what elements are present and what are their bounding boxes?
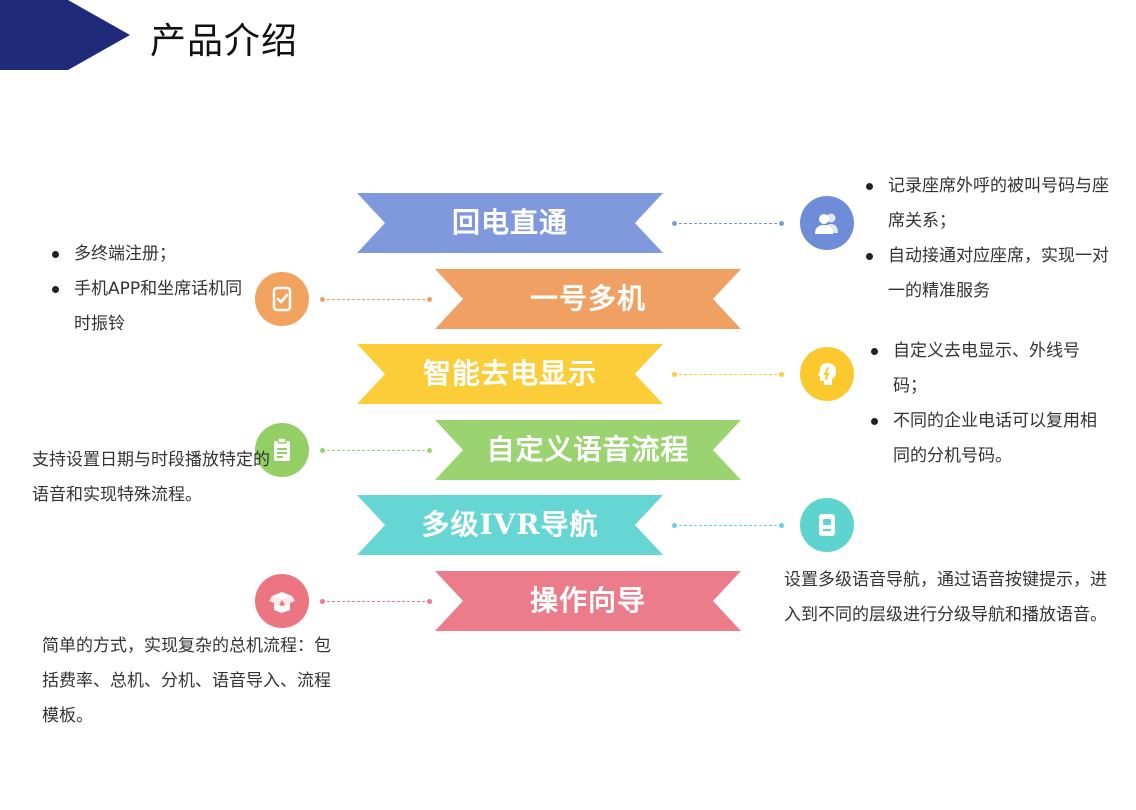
users-icon bbox=[800, 196, 854, 250]
ribbon-ivr-label: 多级IVR导航 bbox=[421, 508, 599, 541]
voice-flow-text: 支持设置日期与时段播放特定的语音和实现特殊流程。 bbox=[32, 450, 270, 505]
connector-voice-flow bbox=[320, 448, 432, 453]
ivr-device-icon bbox=[800, 498, 854, 552]
connector-ivr bbox=[672, 523, 784, 528]
ivr-text: 设置多级语音导航，通过语音按键提示，进入到不同的层级进行分级导航和播放语音。 bbox=[784, 570, 1107, 625]
connector-caller-id bbox=[672, 372, 784, 377]
callback-bullet-1: 记录座席外呼的被叫号码与座席关系； bbox=[862, 169, 1124, 239]
wizard-description: 简单的方式，实现复杂的总机流程：包括费率、总机、分机、语音导入、流程模板。 bbox=[42, 629, 337, 734]
phone-check-icon bbox=[255, 272, 309, 326]
caller-id-bullet-1: 自定义去电显示、外线号码； bbox=[867, 334, 1112, 404]
connector-callback bbox=[672, 221, 784, 226]
multi-device-bullet-1: 多终端注册； bbox=[48, 237, 253, 272]
ribbon-voice-flow-label: 自定义语音流程 bbox=[486, 433, 690, 466]
page-title: 产品介绍 bbox=[150, 21, 299, 62]
connector-wizard bbox=[320, 599, 432, 604]
callback-bullet-2: 自动接通对应座席，实现一对一的精准服务 bbox=[862, 239, 1124, 309]
open-box-icon bbox=[255, 574, 309, 628]
ribbon-callback-label: 回电直通 bbox=[451, 206, 568, 239]
multi-device-description: 多终端注册； 手机APP和坐席话机同时振铃 bbox=[48, 237, 253, 342]
ribbon-wizard-label: 操作向导 bbox=[529, 584, 646, 617]
connector-multi-device bbox=[320, 297, 432, 302]
lightbulb-head-icon bbox=[800, 347, 854, 401]
multi-device-bullet-2: 手机APP和坐席话机同时振铃 bbox=[48, 272, 253, 342]
ribbon-caller-id-label: 智能去电显示 bbox=[422, 357, 597, 390]
header-arrow-shape bbox=[0, 0, 130, 70]
ribbon-multi-device-label: 一号多机 bbox=[529, 282, 646, 315]
clipboard-icon bbox=[255, 423, 309, 477]
caller-id-bullet-2: 不同的企业电话可以复用相同的分机号码。 bbox=[867, 404, 1112, 474]
callback-description: 记录座席外呼的被叫号码与座席关系； 自动接通对应座席，实现一对一的精准服务 bbox=[862, 169, 1124, 309]
ivr-description: 设置多级语音导航，通过语音按键提示，进入到不同的层级进行分级导航和播放语音。 bbox=[784, 563, 1114, 633]
voice-flow-description: 支持设置日期与时段播放特定的语音和实现特殊流程。 bbox=[32, 443, 272, 513]
wizard-text: 简单的方式，实现复杂的总机流程：包括费率、总机、分机、语音导入、流程模板。 bbox=[42, 636, 331, 726]
caller-id-description: 自定义去电显示、外线号码； 不同的企业电话可以复用相同的分机号码。 bbox=[867, 334, 1112, 474]
